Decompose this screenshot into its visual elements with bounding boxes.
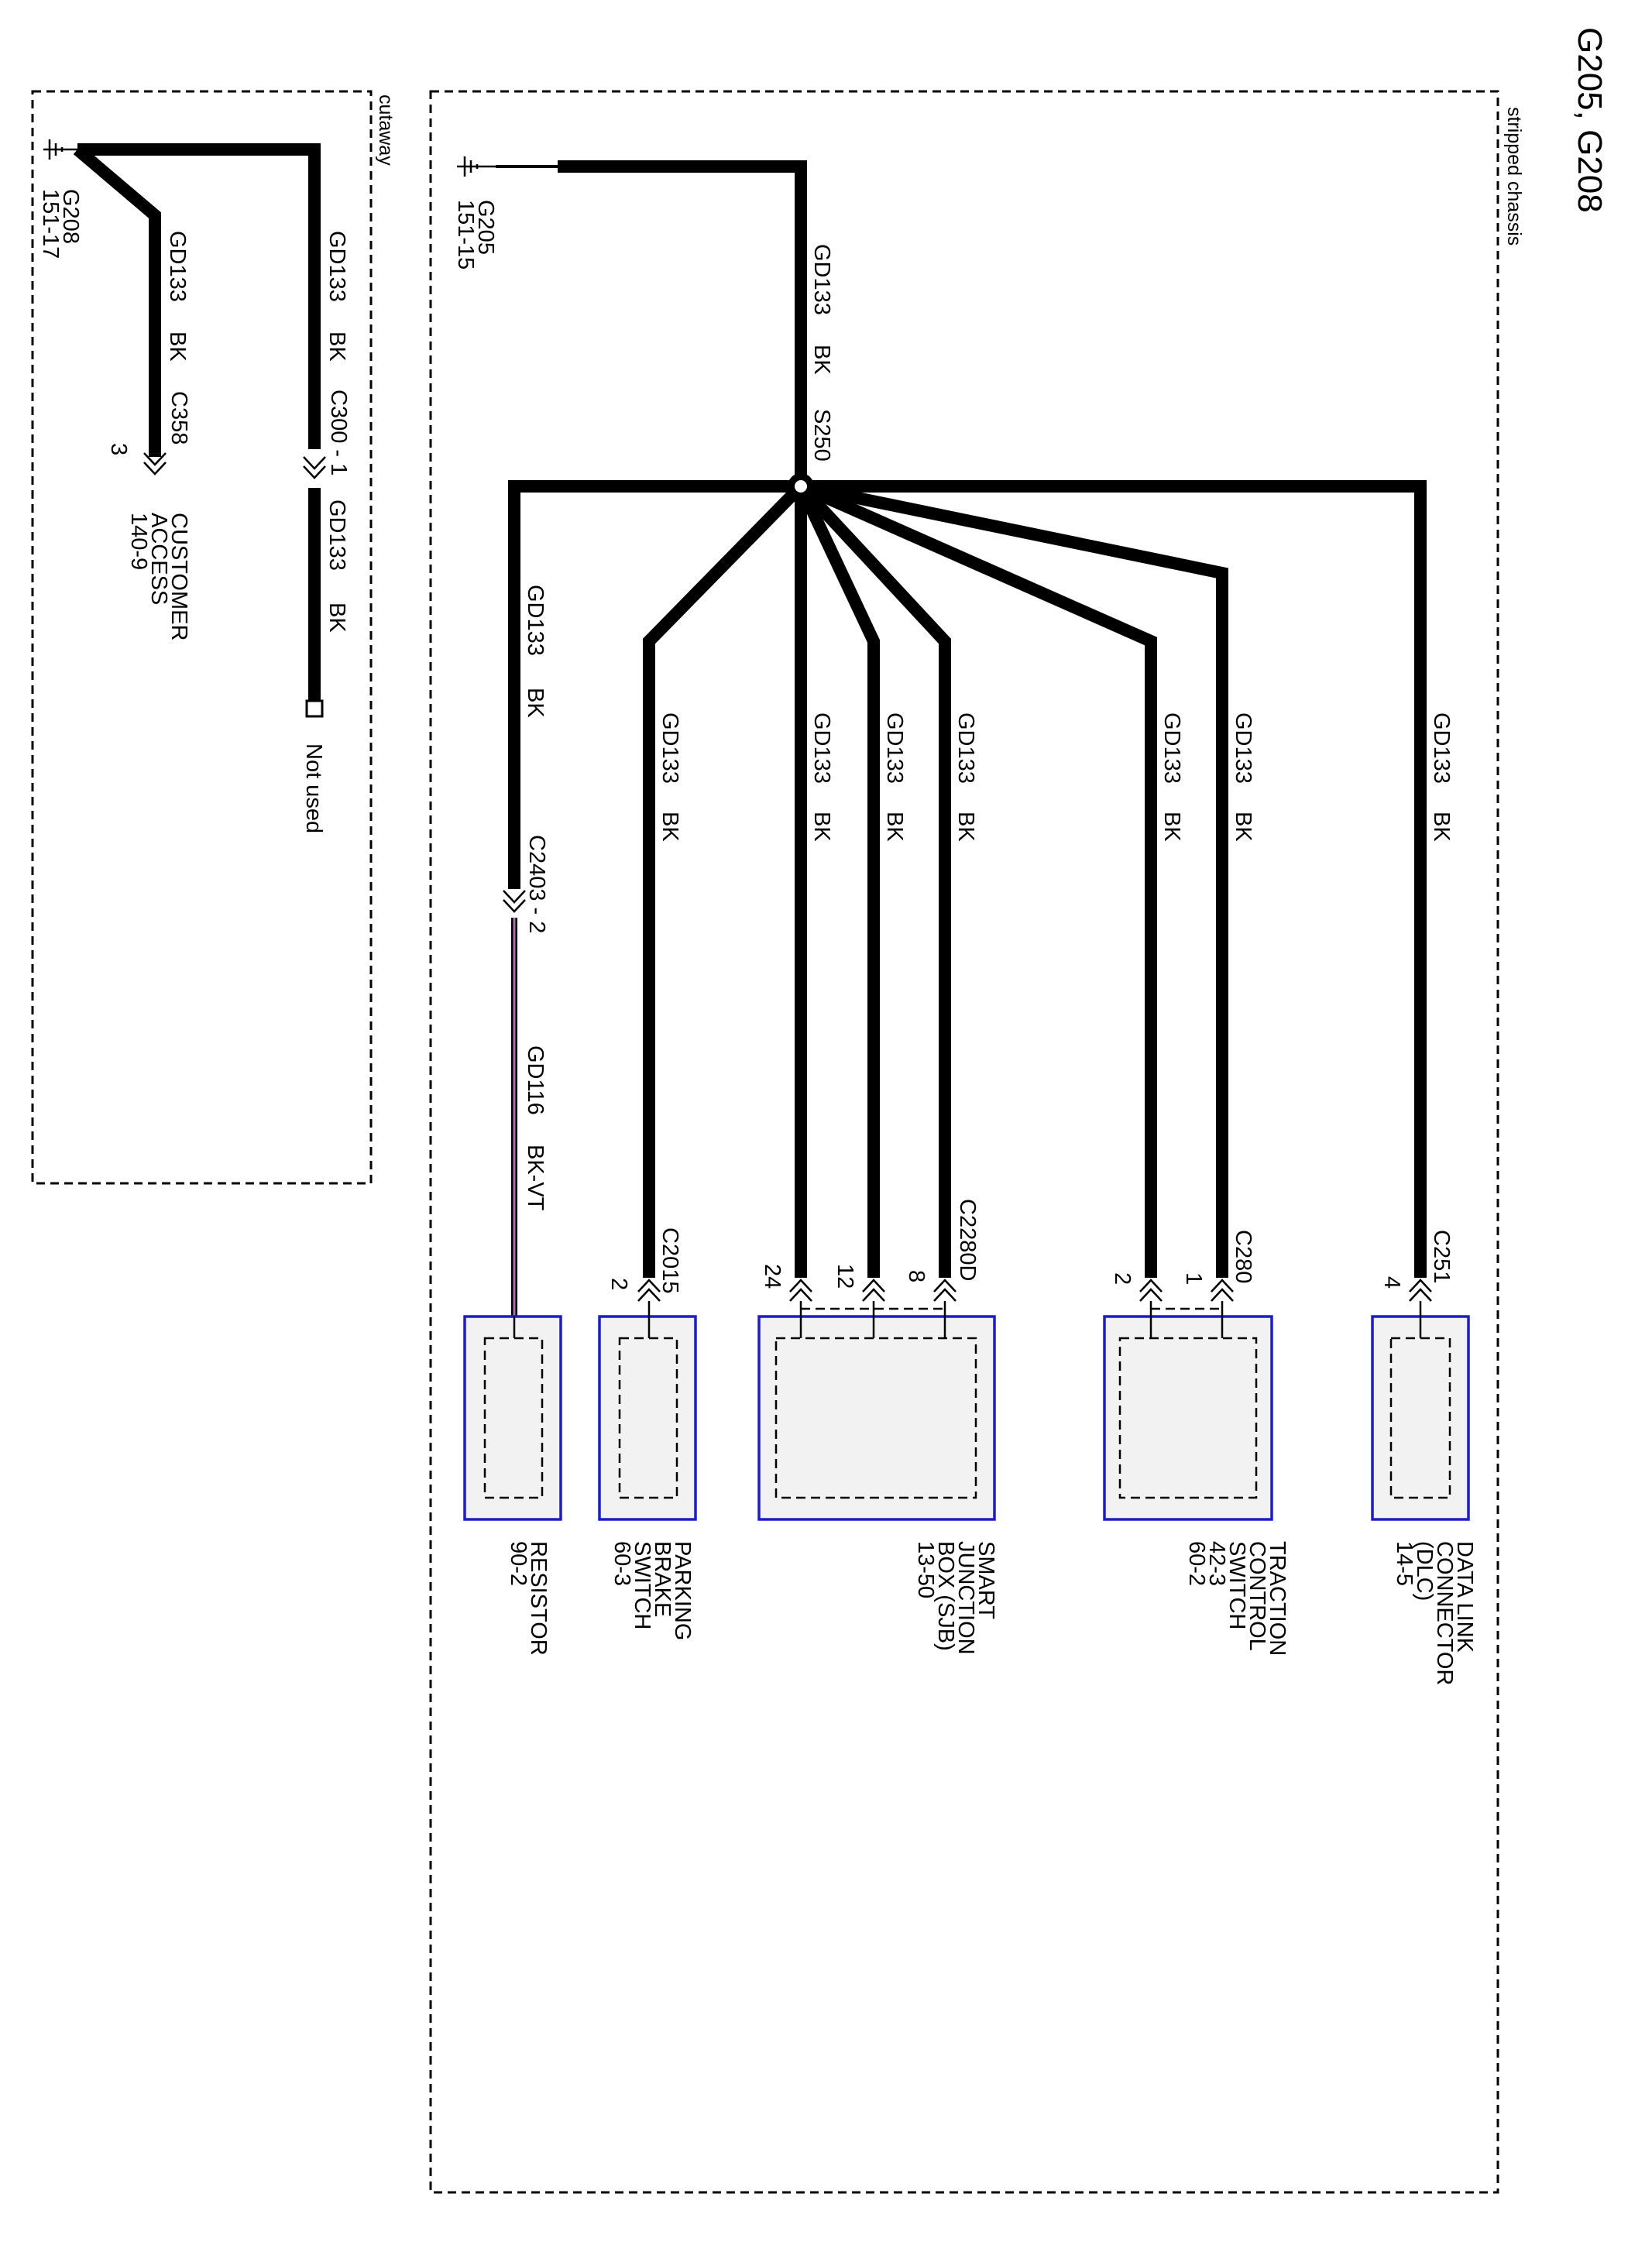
- sjb-label-2: JUNCTION: [953, 1541, 978, 1655]
- wire-sjb12-circuit: GD133: [882, 712, 907, 784]
- tcs-label-4: 42-3: [1204, 1541, 1229, 1586]
- resistor-label-2: 90-2: [506, 1541, 531, 1586]
- c2015-pin: 2: [606, 1278, 631, 1290]
- component-resistor: [463, 1315, 562, 1521]
- c2015-label: C2015: [658, 1227, 682, 1293]
- wire-c300-color: BK: [325, 331, 349, 362]
- parking-brake-label-1: PARKING: [670, 1541, 695, 1640]
- wire-s250-to-resistor: [508, 480, 801, 889]
- ground-g208-icon: [43, 139, 77, 160]
- dlc-label-3: (DLC): [1412, 1541, 1437, 1601]
- c280-pin-2: 2: [1110, 1272, 1135, 1285]
- c358-pin: 3: [106, 443, 131, 455]
- c2280d-pin-24: 24: [760, 1264, 785, 1289]
- c2403-label: C2403 - 2: [524, 835, 549, 933]
- cutaway-zone-frame: [31, 90, 373, 1185]
- connector-c300-icon: [303, 456, 326, 479]
- cutaway-zone-label: cutaway: [375, 94, 397, 166]
- c2280d-pin-12: 12: [833, 1264, 857, 1289]
- tcs-label-2: CONTROL: [1245, 1541, 1269, 1651]
- ground-g205-ref: 151-15: [453, 200, 478, 269]
- tcs-label-3: SWITCH: [1224, 1541, 1249, 1629]
- stripped-chassis-zone-label: stripped chassis: [1503, 107, 1525, 245]
- wire-resistor-color: BK: [523, 688, 548, 718]
- stripped-chassis-zone-frame: [429, 90, 1499, 2194]
- tcs-label-5: 60-2: [1184, 1541, 1209, 1586]
- c251-pin: 4: [1379, 1276, 1404, 1289]
- c358-label: C358: [167, 391, 191, 445]
- wire-dlc-color: BK: [1429, 812, 1454, 842]
- tcs-label-1: TRACTION: [1265, 1541, 1290, 1656]
- component-parking-brake-switch: [598, 1301, 697, 1521]
- dlc-label-1: DATA LINK: [1452, 1541, 1477, 1653]
- wire-s250-to-sjb-8: [796, 482, 951, 1278]
- c2280d-pin-8: 8: [904, 1270, 929, 1282]
- wire-s250-to-sjb-12: [795, 483, 880, 1278]
- dlc-label-2: CONNECTOR: [1432, 1541, 1457, 1685]
- ground-g208-ref: 151-17: [38, 189, 63, 259]
- wire-c300-circuit: GD133: [325, 231, 349, 302]
- wire-gd116-circuit: GD116: [523, 1045, 548, 1115]
- ground-g205-label: G205: [473, 200, 498, 255]
- customer-access-label-3: 140-9: [126, 513, 151, 570]
- wire-parking-color: BK: [658, 812, 682, 842]
- wire-sjb8-circuit: GD133: [953, 712, 978, 784]
- parking-brake-label-2: BRAKE: [650, 1541, 675, 1617]
- wire-sjb12-color: BK: [882, 812, 907, 842]
- resistor-label-1: RESISTOR: [526, 1541, 551, 1656]
- connector-pin-arrows: [637, 1279, 1432, 1302]
- c300-label: C300 - 1: [326, 390, 351, 475]
- parking-brake-label-3: SWITCH: [630, 1541, 654, 1629]
- wire-c358-color: BK: [165, 331, 190, 362]
- dlc-label-4: 14-5: [1392, 1541, 1417, 1586]
- c2280d-label: C2280D: [955, 1199, 980, 1281]
- diagram-title: G205, G208: [1571, 27, 1609, 213]
- component-data-link-connector: [1371, 1301, 1470, 1521]
- wire-g205-to-s250: [558, 160, 807, 486]
- c280-label: C280: [1231, 1230, 1255, 1283]
- wire-sjb24-circuit: GD133: [809, 712, 834, 784]
- connector-c358-icon: [143, 452, 167, 475]
- wire-sjb24-color: BK: [809, 812, 834, 842]
- customer-access-label-2: ACCESS: [146, 513, 171, 605]
- wire-gd116-color: BK-VT: [523, 1145, 548, 1211]
- not-used-terminal: [305, 699, 324, 718]
- connector-c2403-icon: [503, 890, 526, 913]
- wire-tcs2-color: BK: [1159, 812, 1184, 842]
- customer-access-label-1: CUSTOMER: [167, 513, 191, 640]
- c251-label: C251: [1429, 1230, 1454, 1283]
- wire-tcs2-circuit: GD133: [1159, 712, 1184, 784]
- wire-s250-to-tcs-2: [798, 480, 1157, 1278]
- wire-s250-to-tcs-1: [799, 480, 1228, 1278]
- wire-dlc-circuit: GD133: [1429, 712, 1454, 784]
- splice-s250-label: S250: [809, 409, 834, 462]
- wire-g208-to-c358: [73, 144, 161, 457]
- not-used-label: Not used: [301, 743, 326, 833]
- component-traction-control-switch: [1103, 1301, 1273, 1521]
- wire-c358-circuit: GD133: [165, 231, 190, 302]
- wire-sjb8-color: BK: [953, 812, 978, 842]
- wire-g208-to-c300: [77, 143, 321, 449]
- wire-not-used-color: BK: [325, 602, 349, 633]
- wire-s250-to-dlc: [801, 480, 1427, 1278]
- c280-pin-1: 1: [1181, 1272, 1206, 1285]
- ground-g208-label: G208: [58, 189, 83, 244]
- wire-resistor-circuit: GD133: [523, 585, 548, 656]
- sjb-label-4: 13-50: [913, 1541, 938, 1598]
- sjb-label-3: BOX (SJB): [933, 1541, 958, 1651]
- wire-tcs1-color: BK: [1231, 812, 1255, 842]
- wire-g205-circuit: GD133: [809, 244, 834, 315]
- wire-g205-color: BK: [809, 345, 834, 375]
- ground-g205-icon: [457, 156, 496, 177]
- parking-brake-label-4: 60-3: [610, 1541, 634, 1586]
- sjb-label-1: SMART: [974, 1541, 998, 1619]
- wire-tcs1-circuit: GD133: [1231, 712, 1255, 784]
- wire-s250-to-parking-brake: [643, 482, 805, 1278]
- wire-parking-circuit: GD133: [658, 712, 682, 784]
- wire-not-used-circuit: GD133: [325, 499, 349, 571]
- component-smart-junction-box: [757, 1301, 996, 1521]
